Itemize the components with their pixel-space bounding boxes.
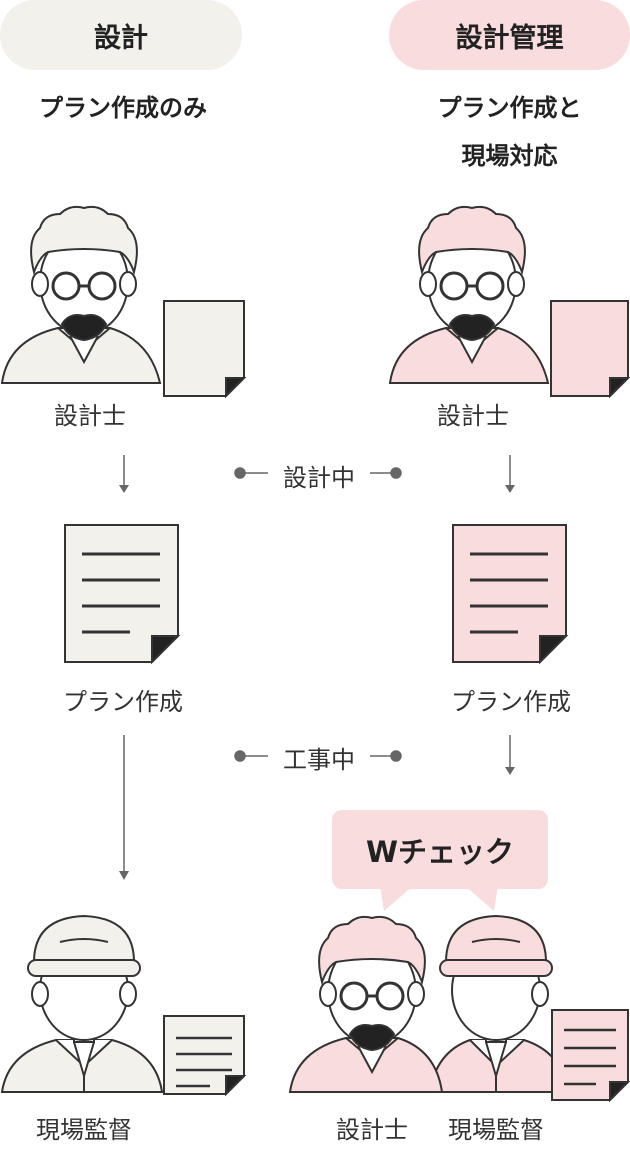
- left-supervisor-label: 現場監督: [36, 1116, 132, 1144]
- design-phase-label: 設計中: [283, 464, 355, 492]
- w-check-bubble: Wチェック: [332, 810, 548, 889]
- supervisor-icon: [0, 914, 164, 1093]
- construction-phase-dot-right: [390, 750, 402, 762]
- right-bottom-designer-label: 設計士: [336, 1116, 408, 1144]
- right-pill-label: 設計管理: [455, 22, 564, 54]
- blank-paper-icon: [163, 300, 247, 399]
- designer-icon: [288, 915, 444, 1093]
- designer-icon: [0, 205, 162, 384]
- bubble-tail-left: [380, 885, 414, 911]
- right-team-figure: [288, 914, 630, 1103]
- right-arrow-1-head: [505, 485, 515, 493]
- right-heading-line-1: プラン作成と: [437, 94, 582, 122]
- right-heading-line-2: 現場対応: [461, 142, 558, 170]
- blank-paper-icon: [550, 300, 630, 399]
- left-heading-line: プラン作成のみ: [39, 94, 207, 122]
- left-arrow-1-head: [119, 485, 129, 493]
- supervisor-icon: [428, 914, 570, 1093]
- bubble-tail-right: [464, 885, 498, 911]
- left-supervisor-figure: [0, 914, 247, 1097]
- document-icon: [551, 1009, 630, 1103]
- right-designer-figure: [388, 205, 630, 399]
- right-arrow-2-head: [505, 767, 515, 775]
- left-designer-figure: [0, 205, 247, 399]
- left-document-label: プラン作成: [63, 688, 183, 716]
- right-document-icon: [452, 524, 569, 665]
- left-designer-label: 設計士: [54, 402, 126, 430]
- bubble-tails: [380, 885, 498, 911]
- flow-connectors: [119, 455, 515, 880]
- left-pill: 設計: [0, 0, 242, 70]
- construction-phase-label: 工事中: [283, 746, 355, 774]
- right-document-label: プラン作成: [451, 688, 571, 716]
- right-pill: 設計管理: [389, 0, 630, 70]
- right-designer-label: 設計士: [437, 402, 509, 430]
- design-phase-dot-right: [390, 467, 402, 479]
- document-icon: [163, 1015, 247, 1097]
- designer-icon: [388, 205, 550, 384]
- left-heading: プラン作成のみ: [0, 84, 246, 132]
- w-check-label: Wチェック: [366, 834, 514, 869]
- left-pill-label: 設計: [94, 22, 148, 54]
- left-document-icon: [64, 524, 181, 665]
- left-arrow-2-head: [119, 871, 129, 880]
- right-heading: プラン作成と 現場対応: [389, 84, 630, 180]
- right-bottom-supervisor-label: 現場監督: [448, 1116, 544, 1144]
